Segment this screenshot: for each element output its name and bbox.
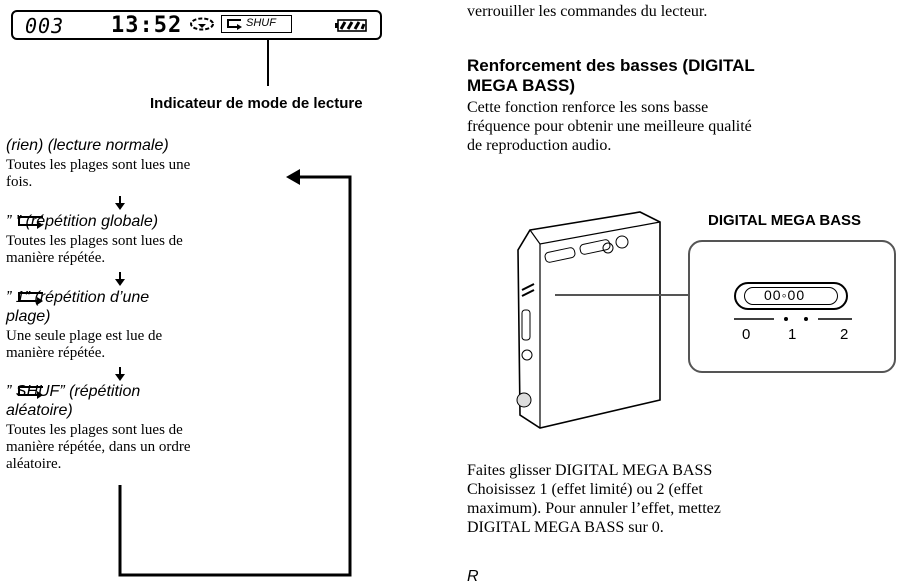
loop-arrow: [118, 169, 352, 577]
mode-repeat-one-title-2: plage): [6, 308, 51, 325]
mode-repeat-one-desc-2: manière répétée.: [6, 345, 106, 361]
scale-label-0: 0: [742, 326, 751, 343]
repeat-icon: [18, 216, 43, 229]
mode-repeat-all-title: ” ” (répétition globale): [6, 213, 159, 230]
section-heading-2: MEGA BASS): [467, 76, 575, 95]
paragraph-1-line-1: Cette fonction renforce les sons basse: [467, 99, 709, 116]
battery-icon: [335, 19, 367, 32]
paragraph-2-line-4: DIGITAL MEGA BASS sur 0.: [467, 519, 664, 536]
section-heading: Renforcement des basses (DIGITAL: [467, 56, 755, 75]
arrow-down-icon: [115, 367, 125, 381]
mode-shuffle-desc-2: manière répétée, dans un ordre: [6, 439, 191, 455]
disc-rotation-icon: [190, 17, 214, 31]
paragraph-2-line-2: Choisissez 1 (effet limité) ou 2 (effet: [467, 481, 703, 498]
mode-repeat-all-desc-2: manière répétée.: [6, 250, 106, 266]
indicator-label: Indicateur de mode de lecture: [150, 95, 363, 112]
pointer-line: [555, 294, 690, 296]
mode-repeat-all-desc-1: Toutes les plages sont lues de: [6, 233, 183, 249]
switch-scale: [734, 317, 852, 321]
player-illustration: [516, 211, 661, 429]
scale-label-2: 2: [840, 326, 849, 343]
repeat-icon: [227, 19, 242, 30]
arrow-down-icon: [115, 272, 125, 286]
scale-label-1: 1: [788, 326, 797, 343]
mode-shuffle-title-2: aléatoire): [6, 402, 73, 419]
arrow-down-icon: [115, 196, 125, 210]
mode-normal-desc-1: Toutes les plages sont lues une: [6, 157, 191, 173]
track-number: 003: [25, 14, 65, 38]
paragraph-2-line-1: Faites glisser DIGITAL MEGA BASS: [467, 462, 713, 479]
intro-line: verrouiller les commandes du lecteur.: [467, 3, 708, 20]
switch-callout-box: 00​◦00 0 1 2: [688, 240, 896, 373]
switch-grip: 00​◦00: [764, 287, 806, 303]
paragraph-2-line-3: maximum). Pour annuler l’effet, mettez: [467, 500, 721, 517]
shuffle-label: SHUF: [246, 17, 276, 29]
repeat-icon: [18, 292, 43, 305]
play-mode-indicator: SHUF: [221, 15, 292, 33]
mode-shuffle-desc-1: Toutes les plages sont lues de: [6, 422, 183, 438]
paragraph-1-line-2: fréquence pour obtenir une meilleure qua…: [467, 118, 752, 135]
lcd-display: 003 13:52 SHUF: [11, 10, 382, 40]
mode-normal-title: (rien) (lecture normale): [6, 137, 169, 154]
mode-repeat-one-desc-1: Une seule plage est lue de: [6, 328, 163, 344]
cut-off-text: R: [467, 568, 479, 585]
figure-label: DIGITAL MEGA BASS: [708, 212, 862, 229]
bass-switch[interactable]: 00​◦00: [734, 282, 848, 310]
paragraph-1-line-3: de reproduction audio.: [467, 137, 612, 154]
time-readout: 13:52: [111, 13, 183, 38]
mode-shuffle-desc-3: aléatoire.: [6, 456, 62, 472]
mode-normal-desc-2: fois.: [6, 174, 33, 190]
callout-line: [267, 40, 269, 86]
repeat-icon: [18, 386, 43, 399]
